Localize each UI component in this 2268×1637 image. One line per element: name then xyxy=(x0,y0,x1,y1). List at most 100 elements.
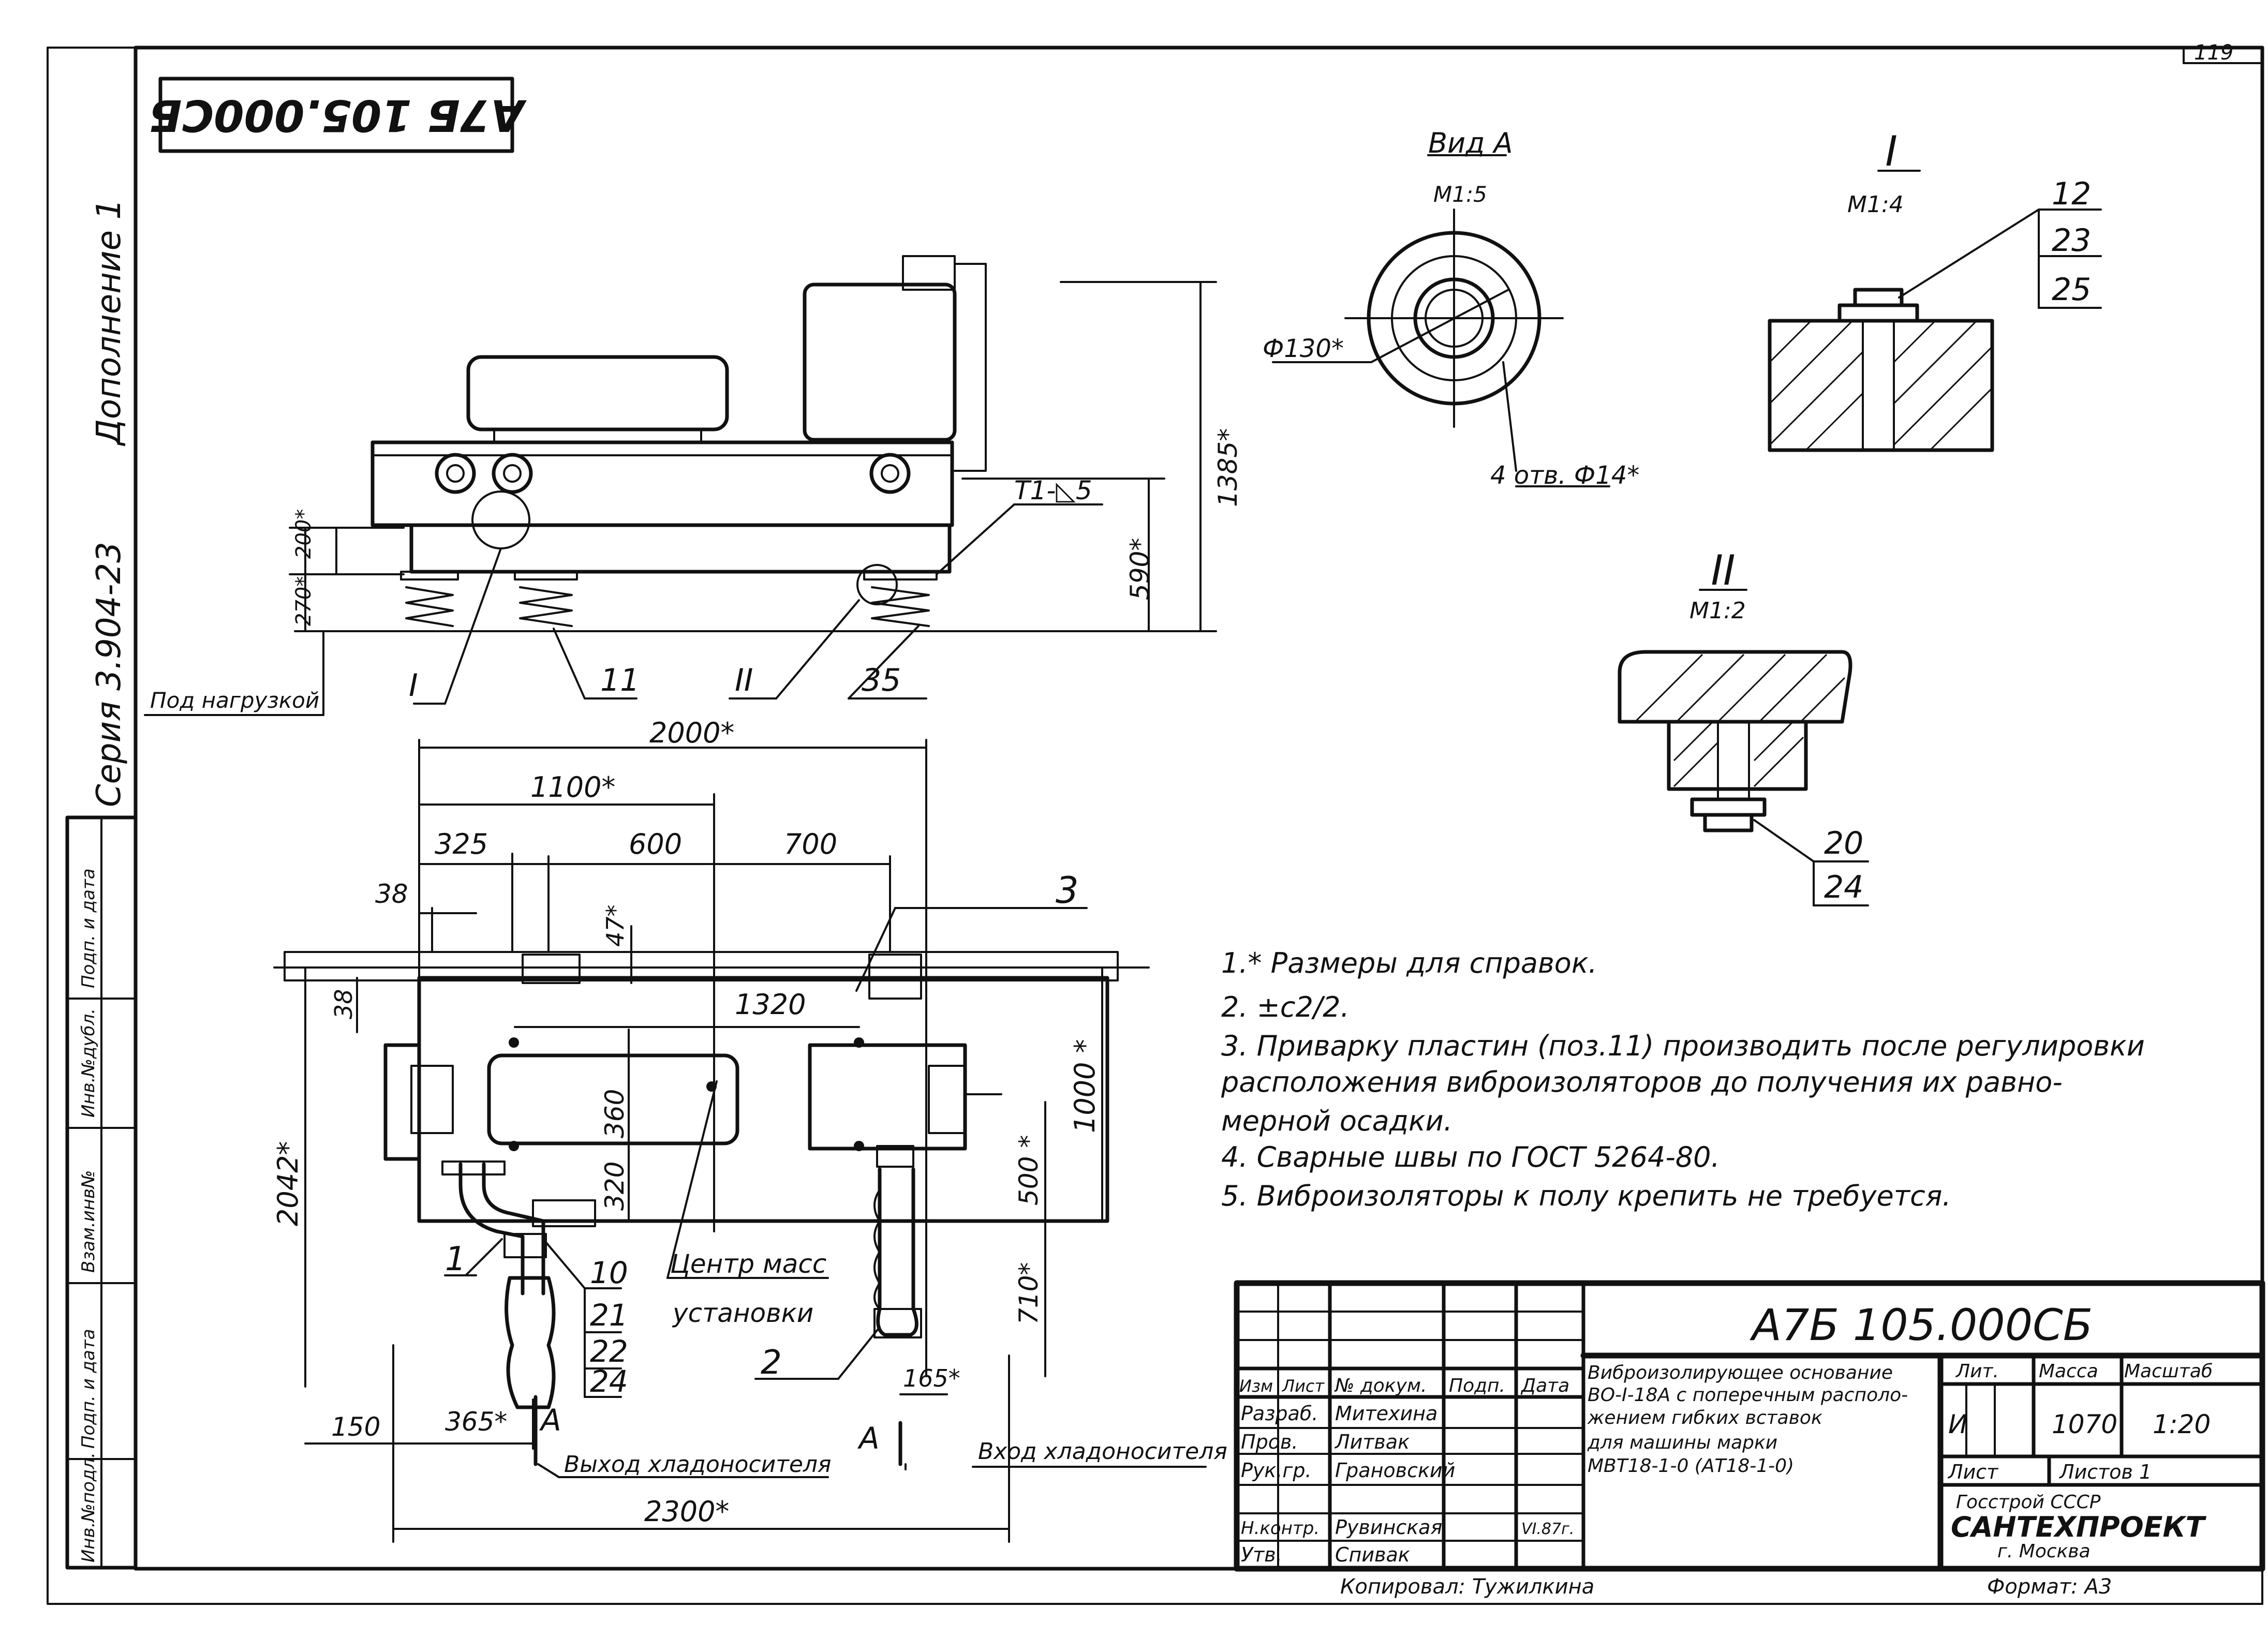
top-stamp: А7Б 105.000СБ xyxy=(149,77,527,153)
dim-38-top: 38 xyxy=(375,879,408,909)
strip-label-5: Инв.№подл. xyxy=(78,1452,99,1562)
title-designation: А7Б 105.000СБ xyxy=(1750,1300,2093,1350)
name-line-5: МВТ18-1-0 (АТ18-1-0) xyxy=(1588,1455,1794,1477)
left-strip: Подп. и дата Инв.№дубл. Взам.инв№ Подп. … xyxy=(65,815,138,1570)
hdr-list: Лист xyxy=(1282,1376,1325,1396)
hdr-doc: № докум. xyxy=(1334,1375,1427,1396)
hdr-izm: Изм xyxy=(1239,1376,1273,1396)
org-line-1: Госстрой СССР xyxy=(1956,1492,2101,1513)
dim-700: 700 xyxy=(784,828,837,860)
title-block xyxy=(1234,1280,2265,1572)
dim-325: 325 xyxy=(435,828,488,860)
sheet-label: Лист xyxy=(1947,1461,1999,1483)
center-of-mass-2: установки xyxy=(672,1298,813,1328)
name-2: Грановский xyxy=(1335,1459,1455,1482)
dim-365: 365* xyxy=(445,1407,507,1437)
dim-165: 165* xyxy=(903,1364,960,1392)
scale-value: 1:20 xyxy=(2153,1409,2211,1439)
view-a xyxy=(1272,154,1610,487)
callout-II: II xyxy=(735,662,753,698)
detail-II-ref-20: 20 xyxy=(1824,825,1863,861)
org-line-2: САНТЕХПРОЕКТ xyxy=(1951,1511,2207,1543)
sheet-frame xyxy=(47,46,2264,1605)
callout-1: 1 xyxy=(445,1240,466,1278)
name-line-4: для машины марки xyxy=(1587,1432,1777,1453)
role-4: Н.контр. xyxy=(1241,1518,1320,1539)
detail-I-ref-25: 25 xyxy=(2052,272,2091,308)
dim-710: 710* xyxy=(1014,1262,1044,1325)
addition-label: Дополнение 1 xyxy=(90,199,128,447)
name-line-2: ВО-I-18А с поперечным располо- xyxy=(1588,1385,1908,1406)
note-3c: мерной осадки. xyxy=(1221,1105,1452,1137)
hdr-sign: Подп. xyxy=(1449,1375,1505,1396)
role-1: Пров. xyxy=(1241,1431,1298,1453)
view-marker-left: А xyxy=(539,1403,561,1438)
view-a-title: Вид А xyxy=(1428,127,1513,159)
dim-1000: 1000 * xyxy=(1069,1039,1101,1133)
callout-35: 35 xyxy=(862,662,901,698)
dim-150: 150 xyxy=(331,1412,380,1442)
dim-1320: 1320 xyxy=(735,988,806,1021)
dim-47: 47* xyxy=(601,904,629,947)
note-4: 4. Сварные швы по ГОСТ 5264-80. xyxy=(1221,1141,1720,1173)
dim-200: 200* xyxy=(292,509,316,559)
strip-label-1: Подп. и дата xyxy=(78,868,99,988)
sheets-label: Листов 1 xyxy=(2058,1461,2152,1483)
org-line-3: г. Москва xyxy=(1997,1541,2091,1562)
mass-header: Масса xyxy=(2039,1361,2098,1382)
series-label: Серия 3.904-23 xyxy=(90,542,128,807)
strip-label-4: Подп. и дата xyxy=(78,1329,99,1449)
detail-II-ref-24: 24 xyxy=(1824,869,1863,905)
dim-360: 360 xyxy=(600,1089,630,1138)
center-of-mass-1: Центр масс xyxy=(670,1249,826,1279)
detail-II-title: II xyxy=(1711,546,1735,594)
dim-600: 600 xyxy=(629,828,682,860)
detail-I-ref-12: 12 xyxy=(2052,176,2091,212)
strip-label-2: Инв.№дубл. xyxy=(78,1008,99,1118)
outlet-label: Выход хладоносителя xyxy=(564,1451,832,1478)
note-5: 5. Виброизоляторы к полу крепить не треб… xyxy=(1221,1180,1951,1212)
front-view xyxy=(144,255,1217,716)
dim-320: 320 xyxy=(600,1162,630,1211)
detail-I-ref-23: 23 xyxy=(2052,222,2091,259)
callout-I: I xyxy=(409,667,418,704)
view-a-holes: 4 отв. Ф14* xyxy=(1490,461,1639,490)
date-4: VI.87г. xyxy=(1521,1520,1574,1538)
copied-by: Копировал: Тужилкина xyxy=(1340,1575,1594,1599)
sheet-format: Формат: А3 xyxy=(1987,1575,2112,1599)
detail-II xyxy=(1618,589,1869,906)
callout-10: 10 xyxy=(590,1255,628,1290)
strip-label-3: Взам.инв№ xyxy=(78,1170,99,1273)
dim-2000: 2000* xyxy=(649,717,734,749)
page-number: 119 xyxy=(2194,41,2233,65)
name-4: Рувинская xyxy=(1335,1516,1442,1539)
dim-2300: 2300* xyxy=(644,1495,729,1528)
callout-11: 11 xyxy=(600,662,640,698)
note-2: 2. ±c2/2. xyxy=(1221,991,1350,1023)
note-3a: 3. Приварку пластин (поз.11) производить… xyxy=(1221,1030,2145,1062)
view-a-dia: Ф130* xyxy=(1263,334,1344,363)
inlet-label: Вход хладоносителя xyxy=(978,1438,1227,1465)
hdr-date: Дата xyxy=(1520,1375,1569,1396)
dim-590: 590* xyxy=(1125,538,1155,600)
lit-header: Лит. xyxy=(1955,1361,1999,1382)
callout-3: 3 xyxy=(1056,869,1079,912)
view-marker-right: А xyxy=(857,1421,880,1456)
weld-mark: Т1-◺5 xyxy=(1014,475,1092,505)
scale-header: Масштаб xyxy=(2124,1361,2213,1382)
role-0: Разраб. xyxy=(1241,1402,1318,1425)
detail-I-title: I xyxy=(1885,127,1898,175)
dim-500: 500 * xyxy=(1014,1135,1044,1206)
name-0: Митехина xyxy=(1335,1402,1437,1425)
dim-2042: 2042* xyxy=(272,1141,304,1226)
callout-2: 2 xyxy=(761,1344,782,1382)
role-2: Рук.гр. xyxy=(1241,1459,1312,1482)
callout-24: 24 xyxy=(590,1364,628,1399)
top-stamp-text: А7Б 105.000СБ xyxy=(149,90,527,141)
mass-value: 1070 xyxy=(2052,1409,2117,1439)
lit-value: И xyxy=(1948,1409,1967,1439)
role-5: Утв. xyxy=(1241,1543,1282,1566)
note-3b: расположения виброизоляторов до получени… xyxy=(1221,1066,2063,1098)
dim-1100: 1100* xyxy=(530,771,615,803)
view-a-scale: М1:5 xyxy=(1433,182,1487,207)
